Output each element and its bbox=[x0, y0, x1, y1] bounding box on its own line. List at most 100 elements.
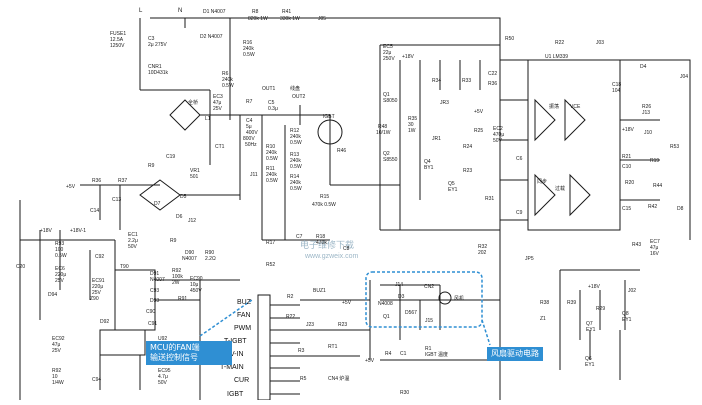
label-u1: U1 LM339 bbox=[545, 54, 568, 60]
label-vr1: VR1 bbox=[190, 168, 200, 174]
label-ec7: EC7 bbox=[650, 239, 660, 245]
label-q8: Q8 bbox=[622, 311, 629, 317]
label-c91: C91 bbox=[148, 321, 157, 327]
label-r42: R42 bbox=[648, 204, 657, 210]
label-osc: 振荡 bbox=[549, 103, 559, 110]
svg-text:50Hz: 50Hz bbox=[245, 142, 257, 148]
svg-text:EY1: EY1 bbox=[622, 317, 632, 323]
svg-text:10: 10 bbox=[52, 374, 58, 380]
label-r5: R5 bbox=[300, 376, 307, 382]
label-overcur: 过载 bbox=[555, 185, 565, 192]
label-r38: R38 bbox=[540, 300, 549, 306]
label-5v-b: +5V bbox=[66, 184, 76, 190]
label-cn2: CN2 bbox=[424, 284, 434, 290]
label-c15: C15 bbox=[622, 206, 631, 212]
label-rt1: RT1 bbox=[328, 344, 338, 350]
label-d8: D8 bbox=[677, 206, 684, 212]
svg-text:10μ: 10μ bbox=[190, 282, 199, 288]
label-r36: R36 bbox=[488, 81, 497, 87]
svg-text:S8550: S8550 bbox=[383, 157, 398, 163]
svg-text:47μ: 47μ bbox=[52, 342, 61, 348]
label-d94: D94 bbox=[48, 292, 57, 298]
svg-text:2W: 2W bbox=[172, 280, 180, 286]
label-z1: Z1 bbox=[540, 316, 546, 322]
svg-text:400V: 400V bbox=[246, 130, 258, 136]
label-c6: C6 bbox=[516, 156, 523, 162]
label-j05: J05 bbox=[318, 16, 326, 22]
label-ec92: EC92 bbox=[52, 336, 65, 342]
label-d90: D90 bbox=[185, 250, 194, 256]
svg-text:250V: 250V bbox=[383, 56, 395, 62]
svg-text:0.5W: 0.5W bbox=[55, 253, 67, 259]
label-r34: R34 bbox=[432, 78, 441, 84]
label-vce: VCE bbox=[570, 104, 581, 110]
fan-circuit-highlight bbox=[365, 271, 483, 328]
label-q4: Q4 bbox=[424, 159, 431, 165]
label-r15: R15 bbox=[320, 194, 329, 200]
label-q7: Q7 bbox=[586, 321, 593, 327]
label-ec3: EC3 bbox=[213, 94, 223, 100]
label-c18: C18 bbox=[612, 82, 621, 88]
pin-t-igbt: T-IGBT bbox=[224, 338, 247, 345]
svg-text:0.3μ: 0.3μ bbox=[268, 106, 278, 112]
label-c8: C8 bbox=[343, 246, 350, 252]
label-c3-val: 2μ 275V bbox=[148, 42, 167, 48]
label-r13: R13 bbox=[290, 152, 299, 158]
label-r23-b: R23 bbox=[338, 322, 347, 328]
svg-text:220μ: 220μ bbox=[55, 272, 66, 278]
label-d92: D92 bbox=[100, 319, 109, 325]
label-r46: R46 bbox=[337, 148, 346, 154]
svg-text:240k: 240k bbox=[290, 134, 301, 140]
label-q1-fan: Q1 bbox=[383, 314, 390, 320]
svg-text:25V: 25V bbox=[92, 290, 102, 296]
svg-text:EY1: EY1 bbox=[585, 362, 595, 368]
label-c9: C9 bbox=[516, 210, 523, 216]
svg-text:240k: 240k bbox=[266, 172, 277, 178]
label-ec95: EC95 bbox=[158, 368, 171, 374]
label-z90: Z90 bbox=[90, 296, 99, 302]
svg-text:25V: 25V bbox=[52, 348, 62, 354]
svg-text:240k: 240k bbox=[222, 77, 233, 83]
label-r10: R10 bbox=[266, 144, 275, 150]
label-c10: C10 bbox=[622, 164, 631, 170]
label-c5: C5 bbox=[268, 100, 275, 106]
label-q5: Q5 bbox=[448, 181, 455, 187]
label-r14: R14 bbox=[290, 174, 299, 180]
label-r23: R23 bbox=[463, 168, 472, 174]
svg-text:S8050: S8050 bbox=[383, 98, 398, 104]
label-r11: R11 bbox=[266, 166, 275, 172]
wires bbox=[19, 17, 691, 401]
pin-v-in: V-IN bbox=[230, 351, 244, 358]
label-c22: C22 bbox=[488, 71, 497, 77]
label-fuse1-b: 1250V bbox=[110, 43, 125, 49]
label-r22-b: R22 bbox=[286, 314, 295, 320]
pin-t-main: T-MAIN bbox=[220, 364, 244, 371]
label-18v-c: +18V bbox=[40, 228, 52, 234]
label-cnr1: CNR1 bbox=[148, 64, 162, 70]
label-r16: R16 bbox=[243, 40, 252, 46]
label-r2: R2 bbox=[287, 294, 294, 300]
label-r9: R9 bbox=[170, 238, 177, 244]
label-out1: OUT1 bbox=[262, 86, 276, 92]
label-r43: R43 bbox=[632, 242, 641, 248]
svg-text:10/1W: 10/1W bbox=[376, 130, 391, 136]
label-5v-d: +5V bbox=[365, 358, 375, 364]
label-n: N bbox=[178, 8, 182, 14]
svg-text:47μ: 47μ bbox=[650, 245, 659, 251]
pin-fan: FAN bbox=[237, 312, 251, 319]
label-r39: R39 bbox=[567, 300, 576, 306]
label-18v-d: +18V-1 bbox=[70, 228, 86, 234]
label-r26: R26 bbox=[642, 104, 651, 110]
label-r29: R29 bbox=[596, 306, 605, 312]
svg-text:30: 30 bbox=[408, 122, 414, 128]
label-c3: C3 bbox=[148, 36, 155, 42]
label-c4: C4 bbox=[246, 118, 253, 124]
label-fuse1: FUSE1 bbox=[110, 31, 126, 37]
label-r92: R92 bbox=[172, 268, 181, 274]
label-5v-a: +5V bbox=[474, 109, 484, 115]
svg-text:470μ: 470μ bbox=[493, 132, 504, 138]
label-r33: R33 bbox=[462, 78, 471, 84]
label-r91: R91 bbox=[178, 296, 187, 302]
label-j23: J23 bbox=[306, 322, 314, 328]
